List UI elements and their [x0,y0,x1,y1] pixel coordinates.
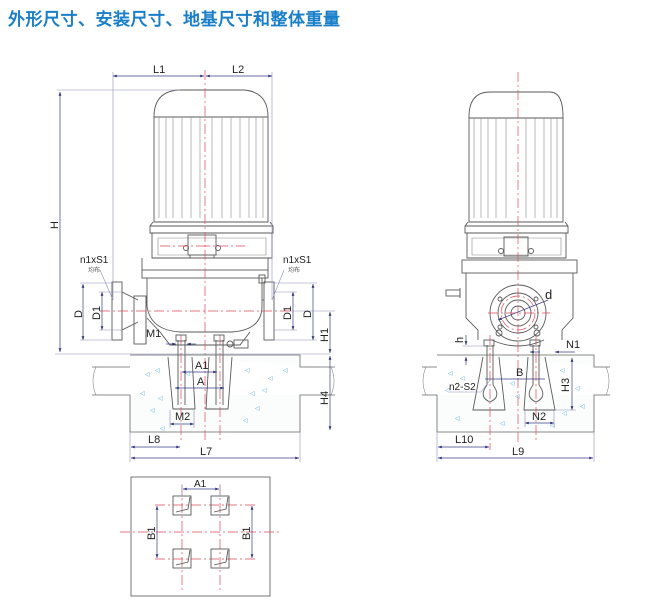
dim-label-L7: L7 [200,446,212,458]
svg-text:◁: ◁ [515,393,520,400]
dim-label-H1: H1 [319,328,331,342]
svg-text:◁: ◁ [448,370,453,377]
front-foundation: ◁◁◁ ◁◁◁ ◁◁◁ ◁◁◁ ◁◁ [92,335,335,440]
dim-label-B: B [516,367,523,379]
svg-text:◁: ◁ [245,367,250,374]
dim-label-H4: H4 [319,391,331,405]
label-even-right: 均布 [288,266,300,274]
front-pump-casing [111,258,275,349]
svg-text:◁: ◁ [268,375,273,382]
plan-view: A1 B1 B1 [120,476,280,597]
dim-label-d: d [545,287,552,302]
dim-label-D-right: D [302,310,314,318]
svg-text:◁: ◁ [550,422,555,429]
label-n1xS1-right: n1xS1 [283,255,312,266]
dim-label-A1: A1 [195,360,208,372]
dim-label-L1: L1 [153,64,165,76]
dim-label-L8: L8 [148,434,160,446]
dim-label-M2: M2 [175,411,190,423]
dim-label-L2: L2 [232,64,244,76]
svg-text:◁: ◁ [575,385,580,392]
svg-text:◁: ◁ [250,390,255,397]
dim-label-L10: L10 [455,434,473,446]
svg-text:◁: ◁ [140,390,145,397]
front-motor [149,89,274,259]
svg-text:◁: ◁ [562,410,567,417]
svg-text:◁: ◁ [155,367,160,374]
side-pump-body [445,259,578,347]
dim-label-h: h [454,337,466,343]
svg-text:◁: ◁ [150,407,155,414]
side-view: ◁◁◁ ◁◁◁ ◁◁◁ ◁◁◁ [422,72,610,462]
dim-label-D1-left: D1 [91,306,103,320]
dim-label-L9: L9 [512,446,524,458]
svg-text:◁: ◁ [445,387,450,394]
svg-text:◁: ◁ [283,367,288,374]
front-view: ◁◁◁ ◁◁◁ ◁◁◁ ◁◁◁ ◁◁ [49,64,335,462]
dim-label-H: H [49,221,61,229]
dim-label-H3: H3 [560,378,572,392]
plan-label-B1-right: B1 [241,527,253,540]
dim-label-n2-S2: n2-S2 [449,382,476,393]
svg-text:◁: ◁ [262,387,267,394]
side-dimensions [436,299,595,462]
side-motor [464,91,569,259]
svg-text:◁: ◁ [243,417,248,424]
label-even-left: 均布 [88,266,100,274]
dim-label-M1: M1 [146,328,161,340]
dim-label-D1-right: D1 [282,306,294,320]
side-foundation: ◁◁◁ ◁◁◁ ◁◁◁ ◁◁◁ [422,335,610,450]
svg-text:◁: ◁ [145,371,150,378]
dim-label-A: A [197,376,205,388]
svg-text:◁: ◁ [185,370,190,377]
plan-label-B1-left: B1 [146,527,158,540]
label-n1xS1-left: n1xS1 [80,255,109,266]
svg-text:◁: ◁ [460,375,465,382]
svg-text:◁: ◁ [160,425,165,432]
plan-foundation-outline [130,476,271,597]
svg-text:◁: ◁ [580,403,585,410]
page-title: 外形尺寸、安装尺寸、地基尺寸和整体重量 [8,10,341,30]
svg-text:◁: ◁ [510,380,515,387]
dim-label-D-left: D [73,310,85,318]
dim-label-N1: N1 [566,339,580,351]
dim-label-N2: N2 [532,411,546,423]
svg-text:◁: ◁ [158,395,163,402]
svg-text:◁: ◁ [255,405,260,412]
svg-text:◁: ◁ [560,367,565,374]
front-dimensions [55,72,335,462]
plan-label-A1: A1 [194,479,207,490]
svg-text:◁: ◁ [455,415,460,422]
svg-text:◁: ◁ [500,420,505,427]
